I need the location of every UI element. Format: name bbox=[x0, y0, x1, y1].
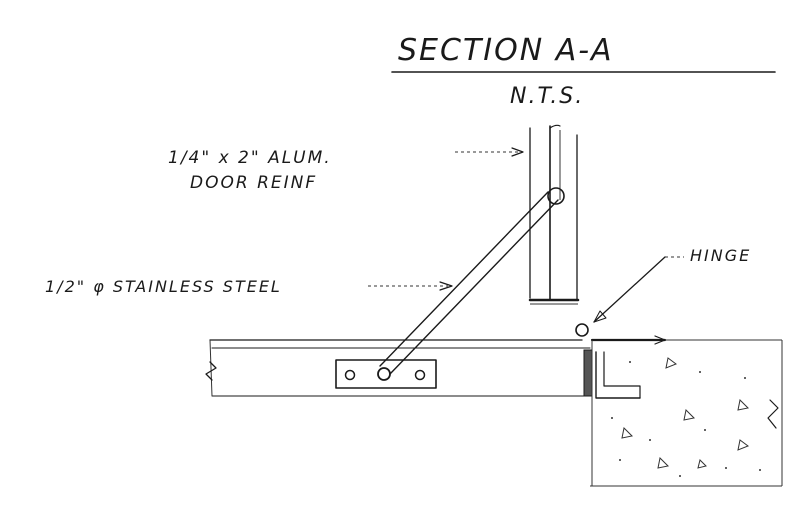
bolt-icon bbox=[414, 369, 426, 381]
hinge-label: HINGE bbox=[690, 246, 751, 265]
angle-bracket bbox=[583, 349, 641, 399]
bolt-icon bbox=[344, 369, 356, 381]
rod-arrowhead bbox=[439, 281, 453, 291]
hinge-arrowhead bbox=[593, 310, 607, 323]
scale-note: N.T.S. bbox=[510, 84, 584, 109]
door-reinf-label-line2: DOOR REINF bbox=[190, 173, 317, 193]
hinge-pin bbox=[575, 323, 589, 337]
bolt-icon bbox=[377, 367, 391, 381]
aggregate-marks bbox=[621, 357, 750, 469]
bolt-plate bbox=[335, 359, 437, 389]
hinge-arrow-line bbox=[593, 256, 666, 323]
door-reinf-label-line1: 1/4" x 2" ALUM. bbox=[168, 148, 332, 168]
stainless-rod bbox=[379, 187, 565, 375]
rod-label: 1/2" φ STAINLESS STEEL bbox=[45, 277, 282, 296]
concrete-block bbox=[590, 339, 783, 487]
door-panel bbox=[528, 124, 580, 305]
section-title: SECTION A-A bbox=[398, 33, 614, 68]
door-reinf-arrowhead bbox=[511, 147, 524, 157]
horizontal-beam bbox=[205, 335, 667, 397]
